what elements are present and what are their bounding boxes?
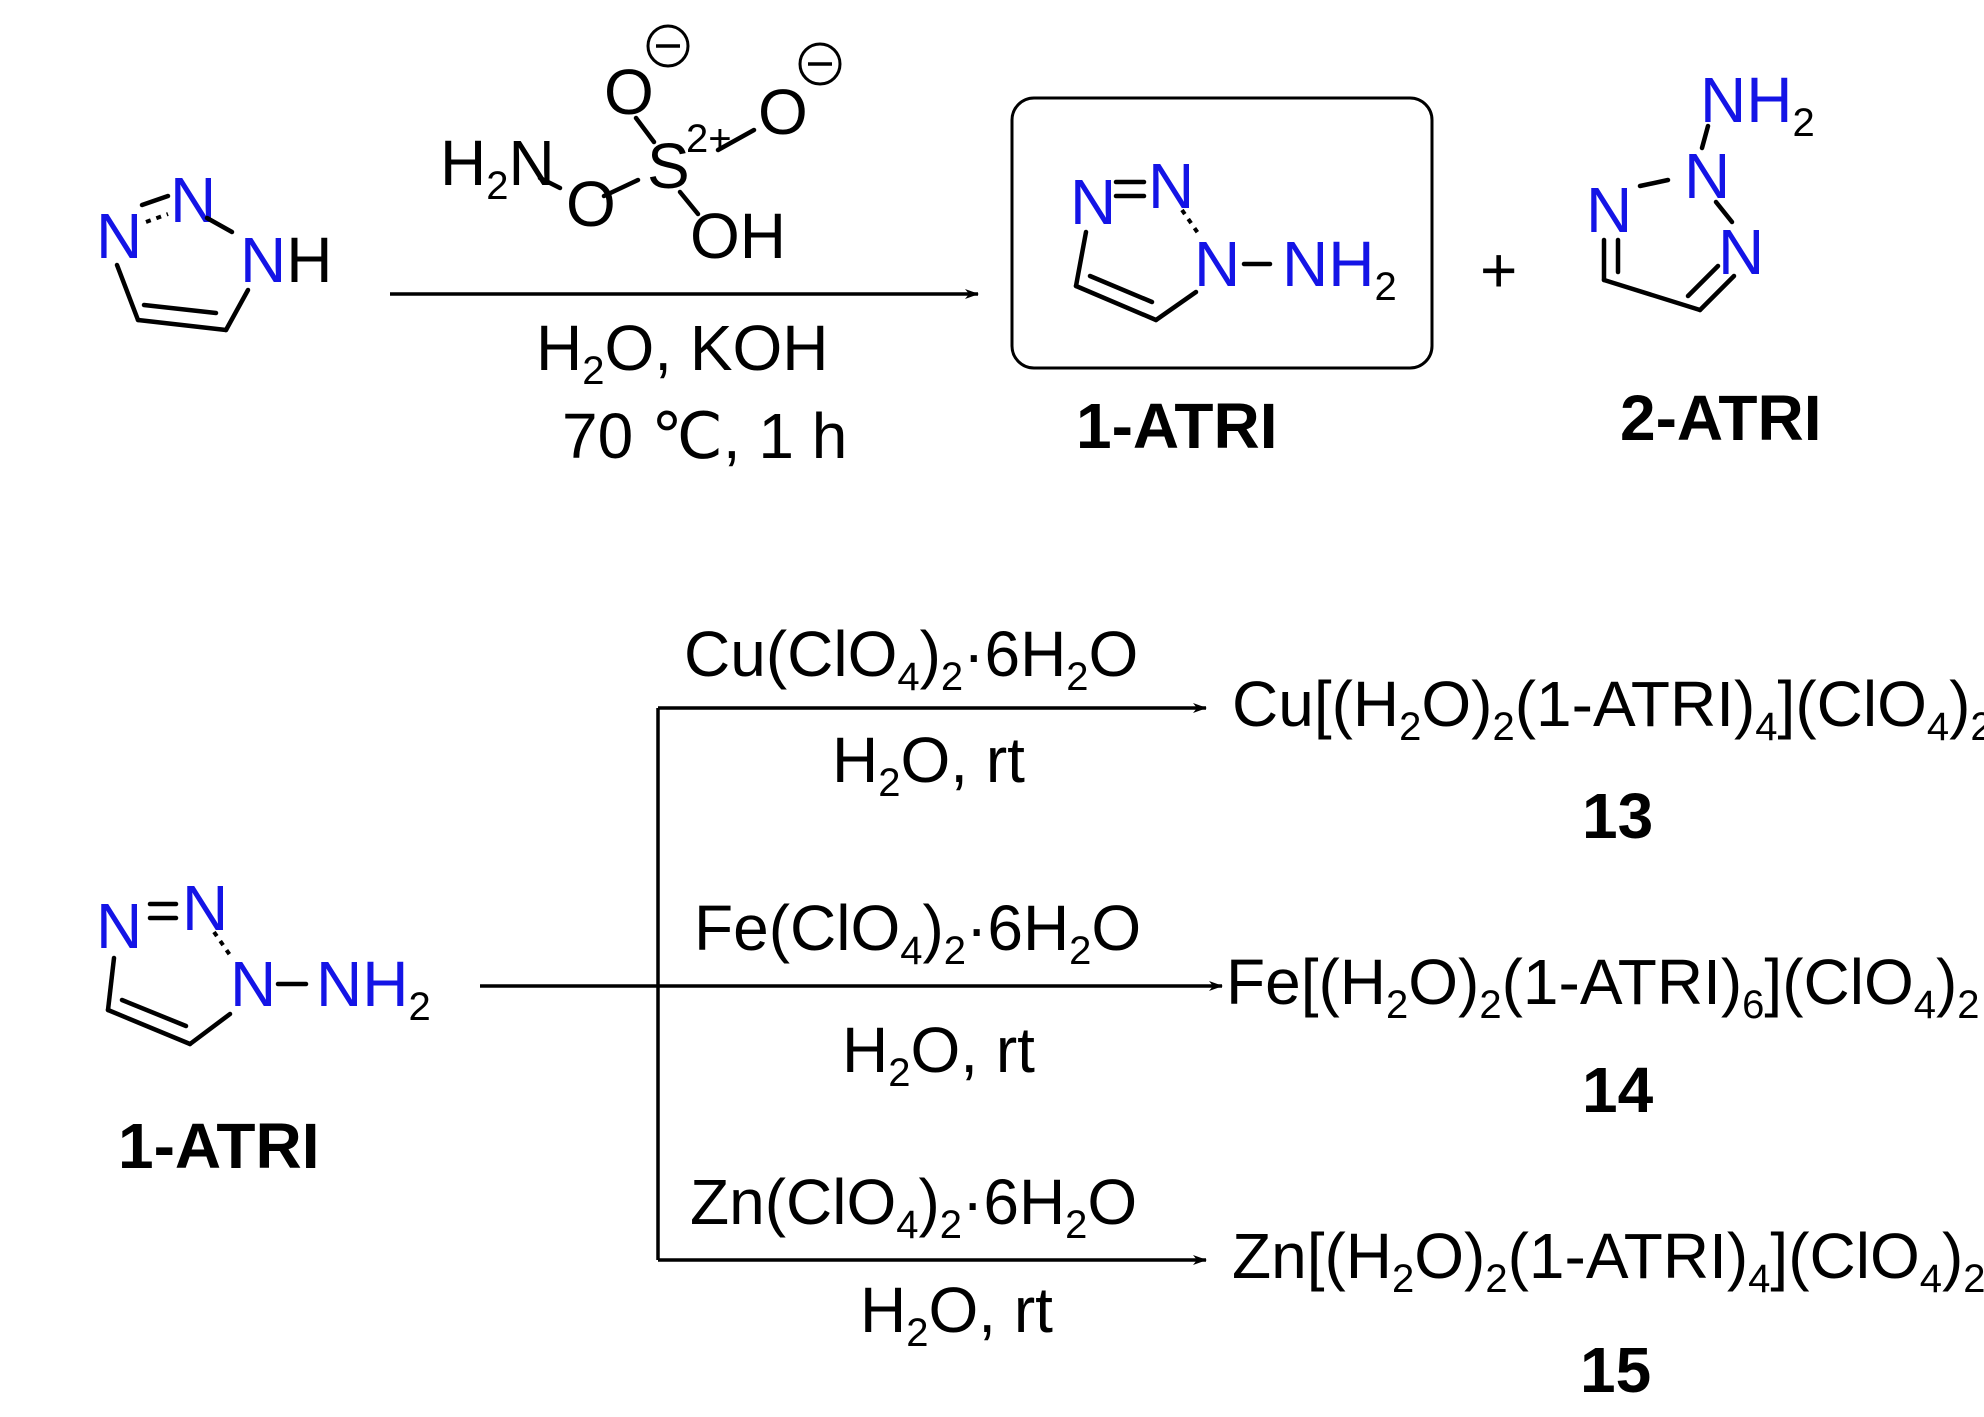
bond-c5-c4	[105, 1007, 193, 1047]
atom-o-top: O	[604, 56, 654, 128]
atom-n1: N	[1070, 166, 1116, 238]
bond-n1-n2-single	[139, 193, 171, 208]
product-14: Fe[(H2O)2(1-ATRI)6](ClO4)2	[1226, 946, 1980, 1027]
atom-n1: N	[1586, 174, 1632, 246]
bond-c5-c4-double	[1087, 273, 1155, 305]
bond-n1-c5	[1073, 229, 1089, 289]
conditions-fe: H2O, rt	[842, 1014, 1035, 1095]
compound-number-14: 14	[1582, 1054, 1654, 1126]
bond-c4-n3-a	[1697, 273, 1737, 313]
bond-c5-c4	[1601, 277, 1703, 313]
bond-n2-n3	[204, 215, 235, 235]
product-1-atri: N N N NH2	[1070, 150, 1397, 323]
bond-c4-n3-b	[1685, 263, 1721, 299]
product-2-atri: NH2 N N N	[1586, 64, 1815, 313]
atom-n2: N	[1684, 140, 1730, 212]
atom-n1: N	[96, 200, 142, 272]
atom-nh2: NH2	[1700, 64, 1815, 145]
atom-n2: N	[170, 164, 216, 236]
reagent-zn: Zn(ClO4)2·6H2O	[690, 1166, 1137, 1247]
conditions-cu: H2O, rt	[832, 724, 1025, 805]
atom-n3: N	[1718, 216, 1764, 288]
conditions-temp-time: 70 ℃, 1 h	[562, 400, 847, 472]
atom-h2n: H2N	[440, 127, 555, 208]
reagent-fe: Fe(ClO4)2·6H2O	[694, 892, 1141, 973]
bond-c5-c4	[1073, 283, 1159, 323]
bond-c4-n3	[187, 1011, 233, 1047]
triazole-reactant: N N NH	[96, 164, 332, 333]
atom-n2: N	[182, 872, 228, 944]
bond-n2-n3	[1713, 199, 1735, 225]
product-highlight-box	[1010, 96, 1434, 370]
bond-n-o	[537, 175, 563, 191]
atom-o-right: O	[758, 76, 808, 148]
bond-c5-c4	[135, 317, 229, 333]
bond-s-oright	[715, 127, 757, 153]
reagent-cu: Cu(ClO4)2·6H2O	[684, 618, 1138, 699]
minus-charge-circle-1	[646, 24, 690, 68]
charge-s: 2+	[686, 117, 732, 161]
atom-o-bridge: O	[566, 168, 616, 240]
atri-reactant: N N N NH2	[96, 872, 431, 1047]
atom-oh: OH	[690, 200, 786, 272]
bond-n2-n3	[1180, 208, 1202, 238]
minus-charge-circle-2	[798, 42, 842, 86]
bond-o-s	[601, 177, 641, 199]
atom-n3: N	[230, 948, 276, 1020]
compound-number-15: 15	[1580, 1334, 1651, 1406]
plus-sign: +	[1480, 234, 1517, 306]
bond-s-otop	[633, 115, 657, 145]
atom-n3: N	[1194, 228, 1240, 300]
bond-n1-n2	[1637, 177, 1671, 189]
label-1-atri-start: 1-ATRI	[118, 1110, 319, 1182]
bond-c5-c4-double	[119, 997, 189, 1029]
bond-s-oh	[677, 189, 701, 217]
atom-nh: NH	[240, 224, 332, 296]
atom-nh2: NH2	[316, 948, 431, 1029]
bond-n1-n2-double	[145, 212, 169, 224]
bond-c4-n3	[223, 287, 251, 333]
compound-number-13: 13	[1582, 780, 1653, 852]
bond-c5-c4-double	[141, 302, 219, 316]
product-13: Cu[(H2O)2(1-ATRI)4](ClO4)2	[1232, 668, 1984, 749]
bond-c4-n3	[1153, 289, 1199, 323]
product-15: Zn[(H2O)2(1-ATRI)4](ClO4)2	[1232, 1220, 1984, 1301]
conditions-zn: H2O, rt	[860, 1274, 1053, 1355]
bond-n2-nh2	[1699, 123, 1711, 151]
conditions-reagents: H2O, KOH	[536, 312, 829, 393]
bond-n1-c5	[114, 262, 141, 323]
atom-nh2: NH2	[1282, 228, 1397, 309]
bond-n1-c5	[105, 955, 117, 1013]
hosa-reagent: H2N O S 2+ O O OH	[440, 24, 842, 272]
bond-n2-n3	[212, 930, 234, 960]
label-2-atri: 2-ATRI	[1620, 382, 1821, 454]
label-1-atri: 1-ATRI	[1076, 390, 1277, 462]
atom-n1: N	[96, 890, 142, 962]
atom-n2: N	[1148, 150, 1194, 222]
